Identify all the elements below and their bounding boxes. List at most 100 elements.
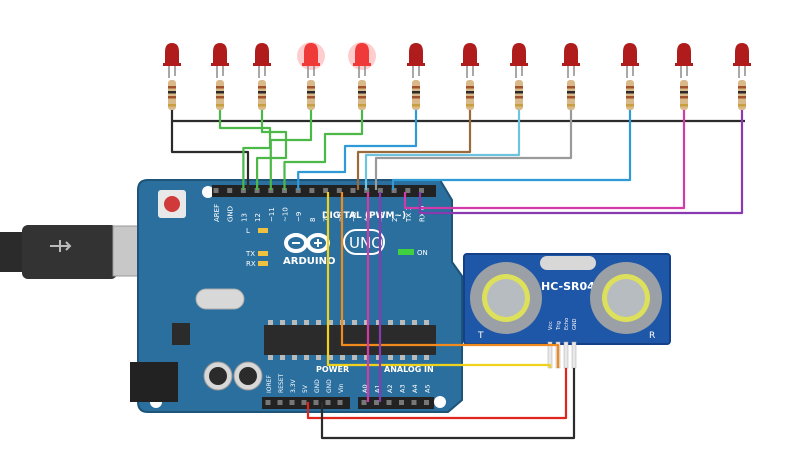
power-pin-hole[interactable]	[337, 400, 343, 405]
resistor[interactable]	[307, 80, 315, 110]
power-pin-hole[interactable]	[289, 400, 295, 405]
resistor[interactable]	[168, 80, 176, 110]
led-wire-11[interactable]	[269, 110, 313, 190]
power-pin-hole[interactable]	[325, 400, 331, 405]
resistor[interactable]	[626, 80, 634, 110]
sensor-pin[interactable]	[563, 341, 569, 369]
led-wire-13[interactable]	[218, 110, 272, 190]
led-body	[355, 43, 369, 64]
chip-pin	[352, 355, 357, 360]
ground-wire[interactable]	[170, 121, 250, 190]
resistor[interactable]	[466, 80, 474, 110]
digital-pin-hole[interactable]	[309, 188, 315, 193]
digital-pin-hole[interactable]	[268, 188, 274, 193]
led[interactable]	[510, 43, 528, 78]
power-pin-hole[interactable]	[277, 400, 283, 405]
digital-pin-hole[interactable]	[323, 188, 329, 193]
resistor[interactable]	[412, 80, 420, 110]
led[interactable]	[461, 43, 479, 78]
power-pin-hole[interactable]	[313, 400, 319, 405]
trig-wire[interactable]	[340, 192, 560, 368]
l-led-label: L	[246, 227, 250, 235]
power-pin-hole[interactable]	[265, 400, 271, 405]
digital-pin-label: 8	[309, 218, 317, 222]
5v-wire[interactable]	[306, 368, 568, 420]
digital-pin-hole[interactable]	[405, 188, 411, 193]
analog-pin-hole[interactable]	[399, 400, 404, 405]
resistor-band	[466, 86, 474, 89]
led-wire-0[interactable]	[418, 110, 744, 215]
chip-pin	[340, 355, 345, 360]
digital-pin-hole[interactable]	[227, 188, 233, 193]
resistor-band	[216, 86, 224, 89]
atmega-chip	[264, 325, 436, 355]
chip-pin	[316, 355, 321, 360]
power-pin-label: Vin	[338, 383, 345, 393]
resistor-band	[567, 91, 575, 94]
digital-label: DIGITAL (PWM~)	[322, 211, 406, 221]
digital-pin-label: GND	[227, 206, 235, 222]
led[interactable]	[675, 43, 693, 78]
resistor[interactable]	[358, 80, 366, 110]
digital-pin-hole[interactable]	[391, 188, 397, 193]
resistor-band	[466, 96, 474, 99]
chip-pin	[424, 320, 429, 325]
vcc-wire[interactable]	[326, 192, 552, 368]
analog-pin-hole[interactable]	[424, 400, 429, 405]
ground-rail-wire[interactable]	[170, 110, 745, 123]
led[interactable]	[163, 43, 181, 78]
digital-pin-hole[interactable]	[213, 188, 219, 193]
analog-pin-hole[interactable]	[411, 400, 417, 405]
digital-pin-hole[interactable]	[282, 188, 287, 193]
led[interactable]	[348, 42, 376, 78]
resistor[interactable]	[515, 80, 523, 110]
led-wire-3[interactable]	[391, 110, 632, 190]
resistor-band	[515, 104, 523, 107]
digital-pin-hole[interactable]	[364, 188, 370, 193]
sensor-pin[interactable]	[571, 341, 577, 369]
led-wire-6[interactable]	[364, 110, 521, 190]
resistor[interactable]	[738, 80, 746, 110]
digital-pin-hole[interactable]	[377, 188, 383, 193]
led-body	[304, 43, 318, 64]
led[interactable]	[297, 42, 325, 78]
resistor[interactable]	[567, 80, 575, 110]
led-wire-5[interactable]	[374, 110, 573, 190]
analog-pin-hole[interactable]	[374, 400, 379, 405]
digital-pin-hole[interactable]	[350, 188, 356, 193]
led[interactable]	[253, 43, 271, 78]
power-pin-hole[interactable]	[301, 400, 307, 405]
sensor-pin-label: Echo	[564, 318, 570, 330]
led-wire-9[interactable]	[297, 110, 418, 190]
digital-pin-hole[interactable]	[336, 188, 342, 193]
analog-pin-hole[interactable]	[386, 400, 392, 405]
led[interactable]	[733, 43, 751, 78]
sensor-pin-label: Trig	[556, 321, 562, 331]
led-wire-7[interactable]	[356, 110, 472, 190]
analog-pin-hole[interactable]	[361, 400, 367, 405]
resistor[interactable]	[216, 80, 224, 110]
led[interactable]	[562, 43, 580, 78]
digital-pin-hole[interactable]	[240, 188, 246, 193]
led-wire-1[interactable]	[403, 110, 686, 210]
gnd-wire[interactable]	[320, 368, 576, 440]
led-rim	[733, 63, 751, 66]
model-label: UNO	[349, 234, 383, 252]
led[interactable]	[407, 43, 425, 78]
resistor-band	[567, 86, 575, 89]
led[interactable]	[621, 43, 639, 78]
led[interactable]	[211, 43, 229, 78]
digital-pin-label: ~6	[336, 211, 344, 222]
digital-pin-hole[interactable]	[295, 188, 301, 193]
resistor-band	[412, 91, 420, 94]
led-wire-12[interactable]	[256, 110, 288, 190]
power-pin-label: RESET	[278, 373, 285, 393]
sensor-model-label: HC-SR04	[541, 280, 595, 293]
regulator-chip	[172, 323, 190, 345]
resistor[interactable]	[258, 80, 266, 110]
digital-pin-hole[interactable]	[254, 188, 260, 193]
digital-pin-hole[interactable]	[419, 188, 424, 193]
resistor[interactable]	[680, 80, 688, 110]
led-wire-10[interactable]	[283, 110, 364, 190]
